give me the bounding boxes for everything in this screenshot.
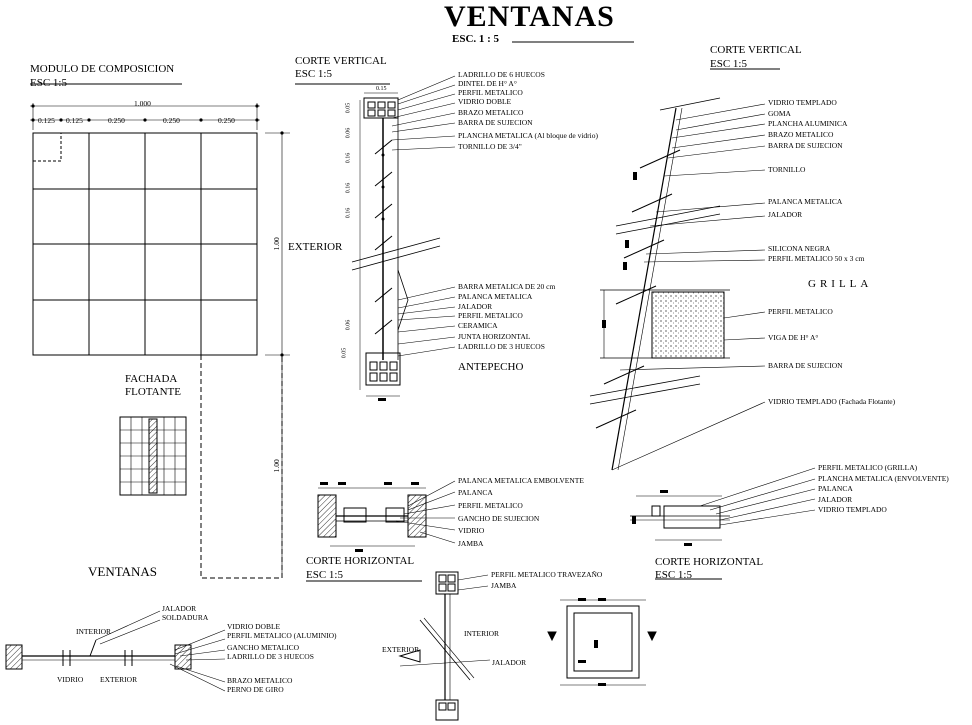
corte-v1-label: CERAMICA <box>458 321 498 330</box>
modulo-grid <box>30 83 290 579</box>
modulo-dim: 0.125 <box>66 116 83 125</box>
corte-h1-scale: ESC 1:5 <box>306 569 343 581</box>
corte-h1-label: VIDRIO <box>458 526 485 535</box>
corte-v1-label: BRAZO METALICO <box>458 108 524 117</box>
modulo-dim: 0.250 <box>163 116 180 125</box>
corte-v1-label: VIDRIO DOBLE <box>458 97 512 106</box>
corte-h1-label: PALANCA <box>458 488 493 497</box>
corte-v2-label: BRAZO METALICO <box>768 130 834 139</box>
corte-horizontal-2-drawing <box>630 467 816 580</box>
corte-v2-label: TORNILLO <box>768 165 806 174</box>
modulo-title: MODULO DE COMPOSICION <box>30 63 175 75</box>
travesano-label: PERFIL METALICO TRAVEZAÑO <box>491 570 603 579</box>
modulo-dim: 0.125 <box>38 116 55 125</box>
corte-h2-label: PALANCA <box>818 484 853 493</box>
modulo-scale: ESC 1:5 <box>30 77 67 89</box>
corte-v1-label: JALADOR <box>458 302 493 311</box>
modulo-height-b: 1.00 <box>271 459 281 473</box>
detalle-travesano-drawing <box>398 571 491 721</box>
travesano-exterior-label: EXTERIOR <box>382 645 420 654</box>
corte-v2-label: PERFIL METALICO 50 x 3 cm <box>768 254 865 263</box>
corte-v1-label: PALANCA METALICA <box>458 292 533 301</box>
corte-v1-dim: 0.06 <box>345 319 352 331</box>
corte-horizontal-1-drawing <box>306 480 456 582</box>
corte-v1-label: LADRILLO DE 6 HUECOS <box>458 70 545 79</box>
travesano-interior-label: INTERIOR <box>464 629 499 638</box>
pivot-vidrio-label: VIDRIO <box>57 675 84 684</box>
modulo-dim-total: 1.000 <box>134 99 151 108</box>
corte-v1-title: CORTE VERTICAL <box>295 55 387 67</box>
corte-vertical-1-drawing <box>295 75 456 397</box>
pivot-exterior-label: EXTERIOR <box>100 675 138 684</box>
antepecho-label: ANTEPECHO <box>458 361 524 373</box>
corte-h2-label: PERFIL METALICO (GRILLA) <box>818 463 918 472</box>
detalle-pivot-drawing <box>5 610 226 692</box>
corte-v2-title: CORTE VERTICAL <box>710 44 802 56</box>
corte-h2-title: CORTE HORIZONTAL <box>655 556 764 568</box>
page-scale: ESC. 1 : 5 <box>452 33 500 45</box>
corte-v2-label: BARRA DE SUJECION <box>768 141 843 150</box>
corte-vertical-2-drawing <box>589 68 780 471</box>
seccion-cuadrada-drawing <box>547 599 657 686</box>
travesano-jalador-label: JALADOR <box>492 658 527 667</box>
pivot-label: BRAZO METALICO <box>227 676 293 685</box>
corte-v1-label: BARRA DE SUJECION <box>458 118 533 127</box>
travesano-label: JAMBA <box>491 581 517 590</box>
exterior-label: EXTERIOR <box>288 241 343 253</box>
corte-h1-label: PALANCA METALICA EMBOLVENTE <box>458 476 584 485</box>
pivot-interior-label: INTERIOR <box>76 627 111 636</box>
corte-v1-dim: 0.16 <box>345 182 352 194</box>
corte-v1-label: BARRA METALICA DE 20 cm <box>458 282 556 291</box>
modulo-height-a: 1.00 <box>271 237 281 251</box>
corte-v2-label: SILICONA NEGRA <box>768 244 831 253</box>
corte-v2-label: JALADOR <box>768 210 803 219</box>
corte-v1-dim: 0.06 <box>345 127 352 139</box>
page-title: VENTANAS <box>444 0 615 33</box>
corte-v1-label: JUNTA HORIZONTAL <box>458 332 531 341</box>
corte-v1-scale: ESC 1:5 <box>295 68 332 80</box>
modulo-dim: 0.250 <box>218 116 235 125</box>
corte-v1-label: TORNILLO DE 3/4" <box>458 142 522 151</box>
corte-v2-label: BARRA DE SUJECION <box>768 361 843 370</box>
corte-v1-label: DINTEL DE H° A° <box>458 79 517 88</box>
corte-h1-label: JAMBA <box>458 539 484 548</box>
corte-v2-scale: ESC 1:5 <box>710 58 747 70</box>
pivot-label: SOLDADURA <box>162 613 209 622</box>
corte-v1-label: PERFIL METALICO <box>458 311 523 320</box>
corte-h2-label: PLANCHA METALICA (ENVOLVENTE) <box>818 474 949 483</box>
ventanas-label: VENTANAS <box>88 564 158 579</box>
corte-v2-label: VIGA DE H° A° <box>768 333 819 342</box>
corte-v1-label: LADRILLO DE 3 HUECOS <box>458 342 545 351</box>
corte-v1-dim: 0.05 <box>345 102 352 114</box>
corte-h1-label: GANCHO DE SUJECION <box>458 514 540 523</box>
corte-v2-label: VIDRIO TEMPLADO <box>768 98 837 107</box>
pivot-label: PERFIL METALICO (ALUMINIO) <box>227 631 337 640</box>
grilla-label: GRILLA <box>808 278 873 290</box>
corte-v1-label: PLANCHA METALICA (Al bloque de vidrio) <box>458 131 599 140</box>
corte-v1-dim: 0.16 <box>345 152 352 164</box>
fachada-label: FACHADA <box>125 373 178 385</box>
corte-v1-dim: 0.16 <box>345 207 352 219</box>
corte-v2-label: PLANCHA ALUMINICA <box>768 119 848 128</box>
corte-v2-label: GOMA <box>768 109 791 118</box>
corte-h1-label: PERFIL METALICO <box>458 501 523 510</box>
corte-v1-label: PERFIL METALICO <box>458 88 523 97</box>
corte-h2-label: VIDRIO TEMPLADO <box>818 505 887 514</box>
corte-v1-dim-top: 0.15 <box>376 86 387 92</box>
pivot-label: VIDRIO DOBLE <box>227 622 281 631</box>
flotante-label: FLOTANTE <box>125 386 181 398</box>
corte-h2-scale: ESC 1:5 <box>655 569 692 581</box>
corte-h1-title: CORTE HORIZONTAL <box>306 555 415 567</box>
pivot-label: LADRILLO DE 3 HUECOS <box>227 652 314 661</box>
corte-v2-label: PALANCA METALICA <box>768 197 843 206</box>
pivot-label: PERNO DE GIRO <box>227 685 284 694</box>
corte-v2-label: VIDRIO TEMPLADO (Fachada Flotante) <box>768 397 896 406</box>
corte-v2-label: PERFIL METALICO <box>768 307 833 316</box>
pivot-label: JALADOR <box>162 604 197 613</box>
corte-v1-dim: 0.05 <box>341 347 348 359</box>
corte-h2-label: JALADOR <box>818 495 853 504</box>
modulo-dim: 0.250 <box>108 116 125 125</box>
pivot-label: GANCHO METALICO <box>227 643 300 652</box>
